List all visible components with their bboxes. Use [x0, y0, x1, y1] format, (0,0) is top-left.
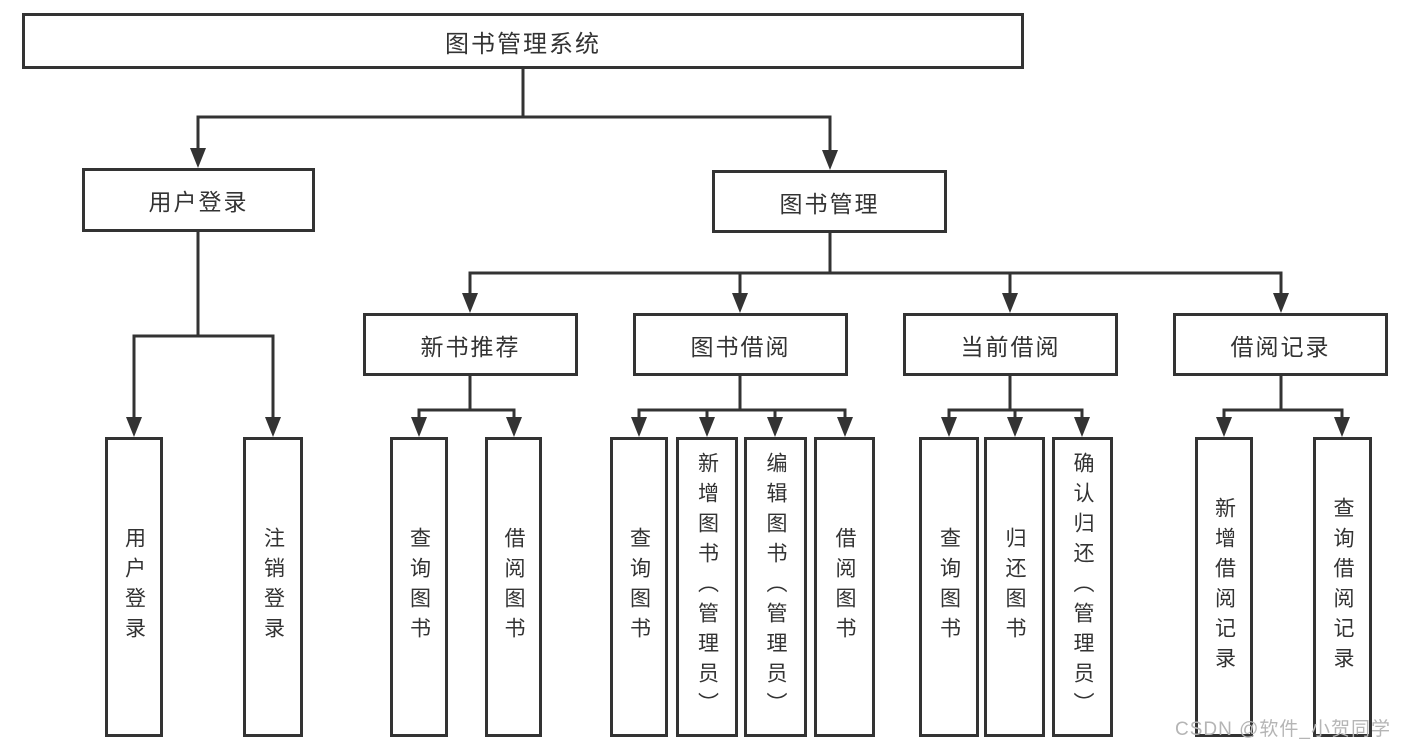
- node-borrowing-records: 借阅记录: [1173, 313, 1388, 376]
- node-current-borrowing: 当前借阅: [903, 313, 1118, 376]
- leaf-label: 新增借阅记录: [1212, 497, 1236, 677]
- leaf-current-confirm-return-admin: 确认归还（管理员）: [1052, 437, 1113, 737]
- csdn-watermark: CSDN @软件_小贺同学: [1175, 719, 1391, 740]
- leaf-borrowing-borrow-books: 借阅图书: [814, 437, 875, 737]
- leaf-label: 借阅图书: [833, 527, 856, 647]
- node-book-management: 图书管理: [712, 170, 947, 233]
- leaf-recommend-borrow-books: 借阅图书: [485, 437, 542, 737]
- leaf-label: 用户登录: [122, 527, 146, 647]
- leaf-label: 注销登录: [261, 527, 285, 647]
- leaf-label: 查询图书: [937, 527, 961, 647]
- leaf-label: 归还图书: [1003, 527, 1026, 647]
- leaf-records-add-record: 新增借阅记录: [1195, 437, 1253, 737]
- node-user-login: 用户登录: [82, 168, 315, 232]
- leaf-records-query-record: 查询借阅记录: [1313, 437, 1372, 737]
- node-new-book-recommend: 新书推荐: [363, 313, 578, 376]
- leaf-borrowing-query-books: 查询图书: [610, 437, 668, 737]
- node-book-borrowing: 图书借阅: [633, 313, 848, 376]
- leaf-user-login: 用户登录: [105, 437, 163, 737]
- leaf-recommend-query-books: 查询图书: [390, 437, 448, 737]
- leaf-logout: 注销登录: [243, 437, 303, 737]
- leaf-label: 查询借阅记录: [1331, 497, 1354, 677]
- leaf-label: 新增图书（管理员）: [695, 452, 719, 722]
- node-root: 图书管理系统: [22, 13, 1024, 69]
- leaf-label: 确认归还（管理员）: [1071, 452, 1094, 722]
- leaf-label: 借阅图书: [502, 527, 525, 647]
- leaf-current-return-books: 归还图书: [984, 437, 1045, 737]
- leaf-borrowing-add-books-admin: 新增图书（管理员）: [676, 437, 738, 737]
- leaf-label: 查询图书: [627, 527, 651, 647]
- leaf-borrowing-edit-books-admin: 编辑图书（管理员）: [744, 437, 807, 737]
- leaf-label: 编辑图书（管理员）: [764, 452, 787, 722]
- leaf-current-query-books: 查询图书: [919, 437, 979, 737]
- leaf-label: 查询图书: [407, 527, 431, 647]
